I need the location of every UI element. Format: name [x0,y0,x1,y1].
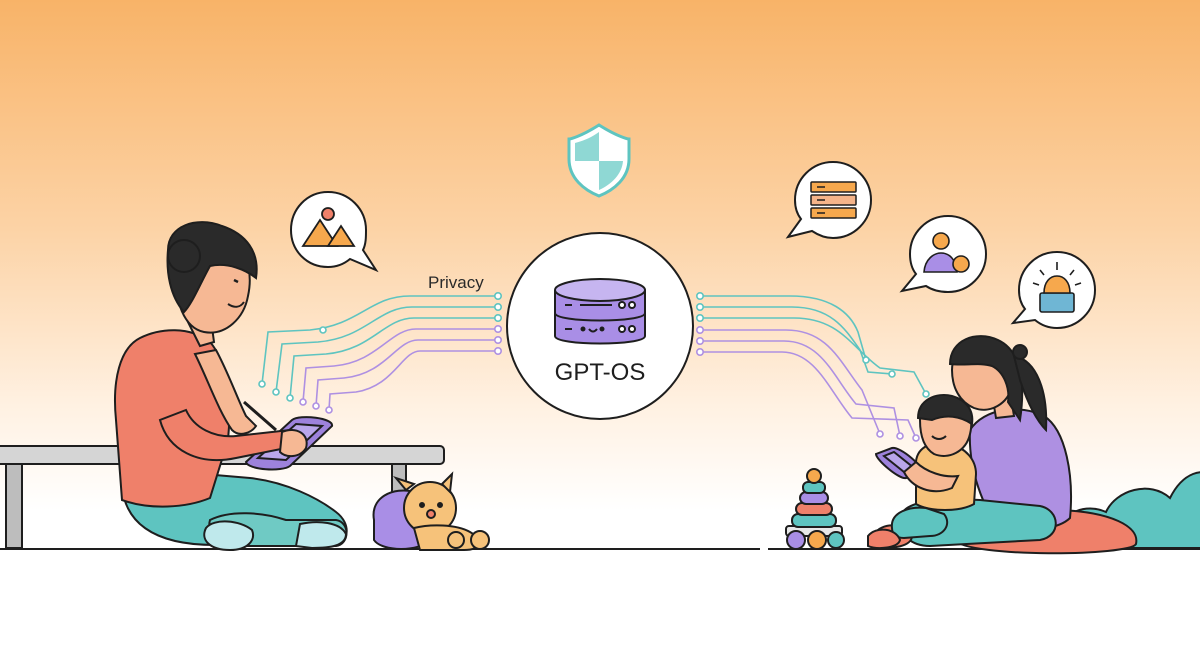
shield-icon [567,123,631,198]
image-gallery-icon [301,207,356,247]
left-connection-lines [258,291,502,414]
mother-and-child [867,335,1072,549]
server-list-icon [810,181,857,219]
parent-with-tablet [114,221,348,552]
stacking-rings-toy [785,468,845,550]
speech-bubble-right-1 [785,160,873,240]
right-connection-lines [695,291,930,442]
database-server-icon [554,278,646,345]
connection-label: Privacy [428,273,484,292]
gpt-os-hub: GPT-OS [506,232,694,420]
speech-bubble-right-3 [1010,250,1097,330]
sunrise-icon [1032,262,1082,313]
family-profile-icon [923,232,970,273]
teddy-bear [372,471,490,551]
speech-bubble-left [289,190,379,273]
hub-title: GPT-OS [555,359,646,386]
speech-bubble-right-2 [899,214,988,294]
